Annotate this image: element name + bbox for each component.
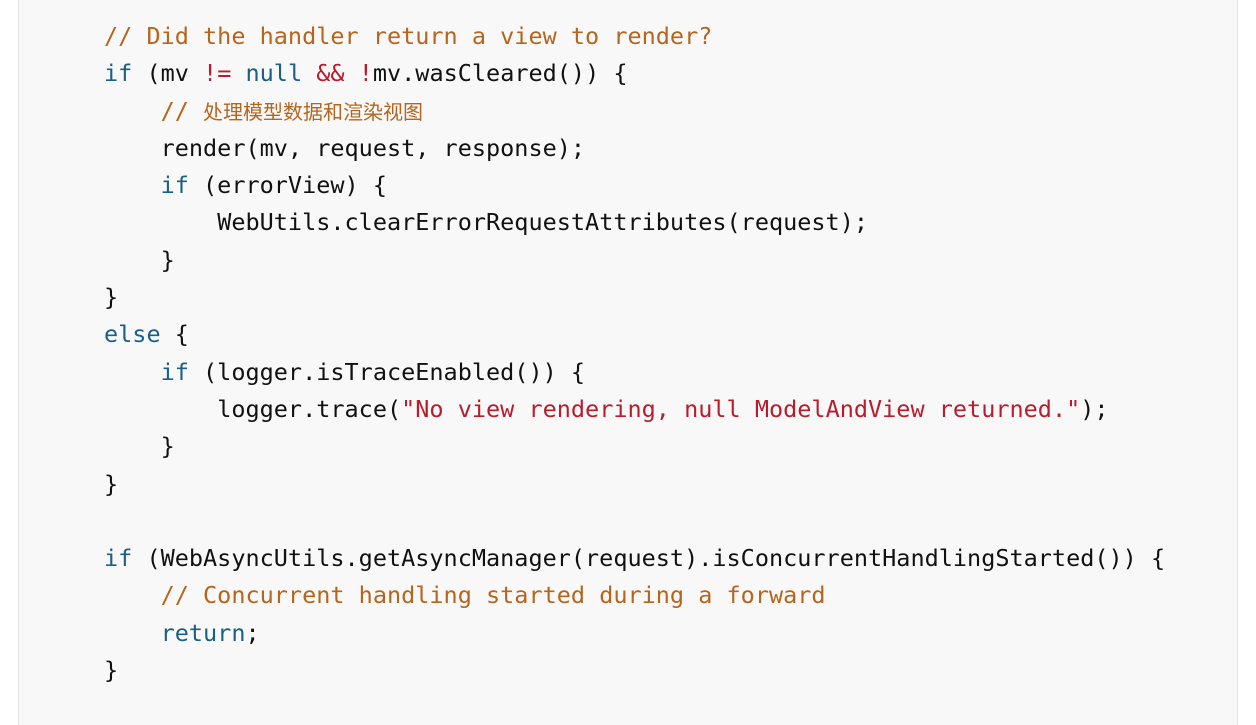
code-indent — [104, 432, 161, 460]
code-line: render(mv, request, response); — [104, 130, 1165, 167]
code-token: if — [160, 171, 189, 200]
code-token: } — [160, 245, 175, 274]
code-token: } — [104, 469, 119, 498]
code-line: logger.trace("No view rendering, null Mo… — [104, 391, 1165, 428]
code-token: } — [104, 656, 119, 685]
code-token: (WebAsyncUtils.getAsyncManager(request).… — [132, 544, 1166, 573]
code-line: // Did the handler return a view to rend… — [104, 18, 1165, 55]
code-token: "No view rendering, null ModelAndView re… — [401, 394, 1081, 423]
code-line: // Concurrent handling started during a … — [104, 577, 1165, 614]
code-line: if (logger.isTraceEnabled()) { — [104, 354, 1165, 391]
code-token: logger.trace( — [217, 394, 402, 423]
code-token: { — [160, 320, 189, 349]
code-line: if (mv != null && !mv.wasCleared()) { — [104, 55, 1165, 92]
code-token: ! — [358, 59, 373, 88]
code-token: && — [316, 59, 345, 88]
code-line — [104, 503, 1165, 540]
code-token: 处理模型数据和渲染视图 — [203, 99, 424, 124]
code-token: // Concurrent handling started during a … — [160, 581, 826, 610]
code-indent — [104, 246, 161, 274]
code-token: != — [203, 59, 232, 88]
code-token: if — [104, 59, 133, 88]
code-token: mv.wasCleared()) { — [372, 59, 628, 88]
code-indent — [104, 97, 161, 125]
code-token: if — [160, 357, 189, 386]
code-token: ; — [245, 618, 260, 647]
code-indent — [104, 134, 161, 162]
code-token: (logger.isTraceEnabled()) { — [188, 357, 586, 386]
code-line: return; — [104, 615, 1165, 652]
code-indent — [104, 581, 161, 609]
code-line: } — [104, 242, 1165, 279]
code-token: (mv — [132, 59, 204, 88]
code-token — [345, 59, 359, 87]
code-token: null — [245, 59, 303, 88]
code-line: // 处理模型数据和渲染视图 — [104, 93, 1165, 130]
code-token: render(mv, request, response); — [160, 133, 586, 162]
code-line: } — [104, 428, 1165, 465]
code-line: } — [104, 279, 1165, 316]
code-token: WebUtils.clearErrorRequestAttributes(req… — [217, 208, 869, 237]
code-token: (errorView) { — [188, 171, 387, 200]
code-indent — [104, 395, 217, 423]
code-token: // — [160, 96, 204, 125]
code-line: if (WebAsyncUtils.getAsyncManager(reques… — [104, 540, 1165, 577]
code-token: } — [160, 432, 175, 461]
code-token: if — [104, 544, 133, 573]
code-token: // Did the handler return a view to rend… — [104, 22, 713, 50]
code-token — [231, 59, 245, 87]
code-token: } — [104, 283, 119, 312]
code-indent — [104, 358, 161, 386]
code-token: ); — [1080, 394, 1109, 423]
code-token — [302, 59, 316, 87]
code-indent — [104, 619, 161, 647]
code-block: // Did the handler return a view to rend… — [18, 0, 1238, 725]
code-token: else — [104, 320, 161, 349]
code-indent — [104, 171, 161, 199]
code-line: } — [104, 652, 1165, 689]
code-line: WebUtils.clearErrorRequestAttributes(req… — [104, 204, 1165, 241]
code-line: } — [104, 466, 1165, 503]
code-content: // Did the handler return a view to rend… — [104, 18, 1165, 689]
code-token: return — [160, 618, 246, 647]
code-line: else { — [104, 316, 1165, 353]
code-indent — [104, 208, 217, 236]
code-line: if (errorView) { — [104, 167, 1165, 204]
